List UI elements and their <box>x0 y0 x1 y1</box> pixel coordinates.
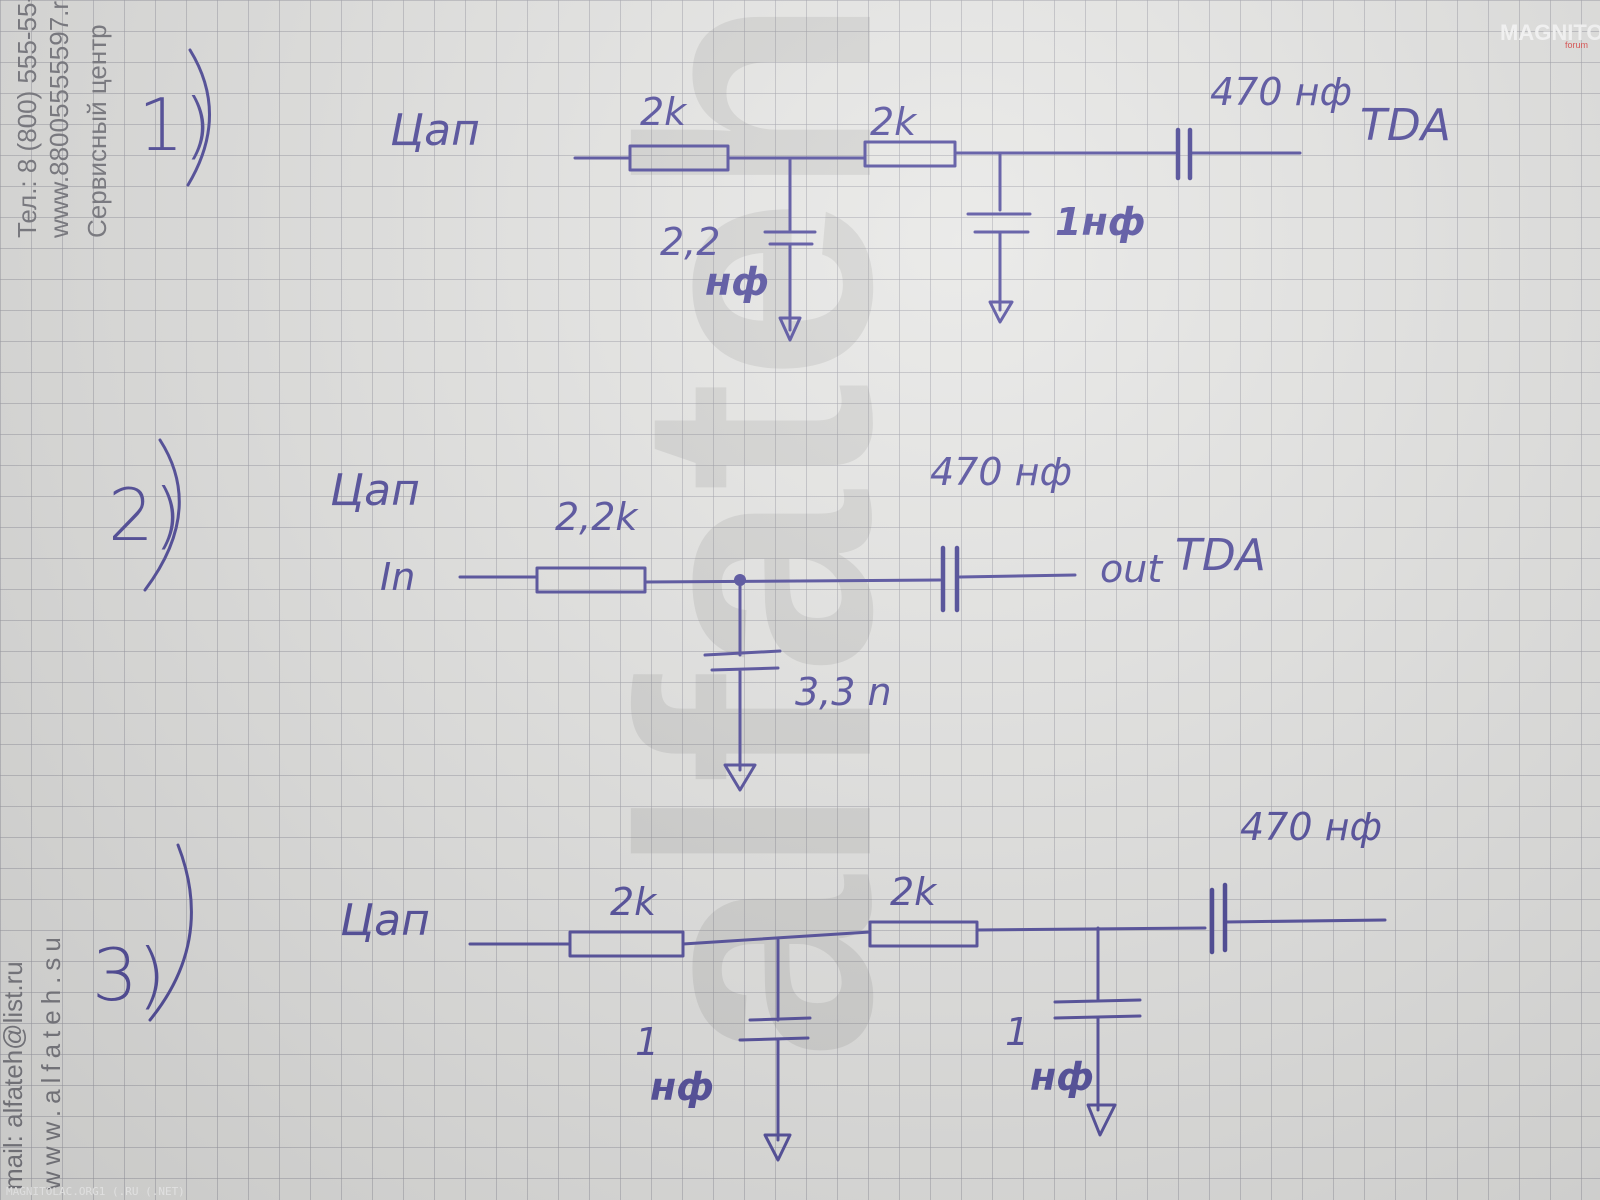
schematic-3-c2-label: 1 <box>1005 1010 1029 1054</box>
schematic-3-c2-unit: нф <box>1030 1055 1094 1099</box>
schematic-1-c2-label: 1нф <box>1055 200 1145 244</box>
schematic-3-capacitor-c1 <box>738 938 812 1142</box>
schematic-3-ground-1-icon <box>763 1133 792 1162</box>
schematic-2-capacitor-c1 <box>703 578 782 772</box>
schematic-1-number: 1) <box>138 83 212 167</box>
logo-text: MAGNITOLA <box>1500 20 1600 45</box>
schematic-2-resistor-r1 <box>535 566 647 594</box>
schematic-2-ground-icon <box>723 763 757 792</box>
schematic-2-c1-label: 3,3 n <box>795 670 892 714</box>
watermark-diagonal-text: alfateh <box>571 0 940 1060</box>
schematic-3-capacitor-out <box>1209 882 1228 955</box>
schematic-3-number: 3) <box>92 933 166 1017</box>
schematic-2-input-label: Цап <box>330 465 420 516</box>
schematic-2-input-pin: In <box>380 555 415 599</box>
schematic-1-capacitor-c1 <box>763 156 817 332</box>
schematic-1-ground-1-icon <box>778 316 802 342</box>
schematic-1-c1-unit: нф <box>705 260 769 304</box>
schematic-3-input-label: Цап <box>340 895 430 946</box>
schematic-1-capacitor-c2 <box>966 151 1032 312</box>
schematic-3-capacitor-c2 <box>1053 926 1142 1112</box>
schematic-1-resistor-r2 <box>863 140 957 168</box>
schematic-1-wire <box>573 151 1302 160</box>
margin-service: Сервисный центр <box>82 24 112 238</box>
margin-contacts: Тел.: 8 (800) 555-55-97 www.88005555597.… <box>0 0 112 1191</box>
schematic-2-capacitor-out <box>940 545 960 613</box>
schematic-1: 1) Цап 2k 2k 2,2 нф 1нф 470 нф TDA <box>138 48 1451 342</box>
margin-phone: Тел.: 8 (800) 555-55-97 <box>12 0 42 238</box>
magnitola-logo: MAGNITOLA forum <box>1500 20 1600 50</box>
schematic-3-bracket <box>148 843 193 1022</box>
schematic-3-resistor-r2 <box>868 920 979 948</box>
margin-site2: www.alfateh.su <box>36 931 66 1191</box>
schematic-1-cout-label: 470 нф <box>1210 70 1352 114</box>
schematic-1-output-label: TDA <box>1360 100 1451 151</box>
schematic-3-r2-label: 2k <box>890 870 938 914</box>
schematic-1-capacitor-out <box>1175 127 1193 181</box>
schematic-1-bracket <box>186 48 211 187</box>
schematic-1-c1-label: 2,2 <box>660 220 720 264</box>
margin-site1: www.88005555597.ru <box>44 0 74 239</box>
schematic-3-cout-label: 470 нф <box>1240 805 1382 849</box>
schematic-1-r1-label: 2k <box>640 90 688 134</box>
schematic-2-wire <box>458 573 1077 584</box>
footer-watermark: MAGNITOLAC.ORG1 (.RU (.NET) <box>6 1185 185 1198</box>
schematic-3-r1-label: 2k <box>610 880 658 924</box>
schematic-2-number: 2) <box>108 473 182 557</box>
schematic-1-ground-2-icon <box>988 300 1014 324</box>
schematic-3-wire <box>468 918 1387 946</box>
schematic-2-cout-label: 470 нф <box>930 450 1072 494</box>
schematic-1-input-label: Цап <box>390 105 480 156</box>
schematic-1-resistor-r1 <box>628 144 730 172</box>
margin-email: mail: alfateh@list.ru <box>0 961 28 1190</box>
schematic-3-c1-unit: нф <box>650 1065 714 1109</box>
schematic-3: 3) Цап 2k 2k 1 нф 1 нф 470 нф <box>92 805 1387 1162</box>
logo-sub: forum <box>1565 40 1588 50</box>
schematic-3-ground-2-icon <box>1086 1103 1117 1137</box>
schematic-3-c1-label: 1 <box>635 1020 659 1064</box>
schematic-2-r1-label: 2,2k <box>555 495 639 539</box>
schematic-3-resistor-r1 <box>568 930 685 958</box>
schematic-2-bracket <box>143 438 181 592</box>
schematic-2: 2) Цап In 2,2k 3,3 n 470 нф out TDA <box>108 438 1266 792</box>
schematic-2-output-label: TDA <box>1175 530 1266 581</box>
schematic-1-r2-label: 2k <box>870 100 918 144</box>
schematic-2-output-pin: out <box>1100 547 1164 591</box>
